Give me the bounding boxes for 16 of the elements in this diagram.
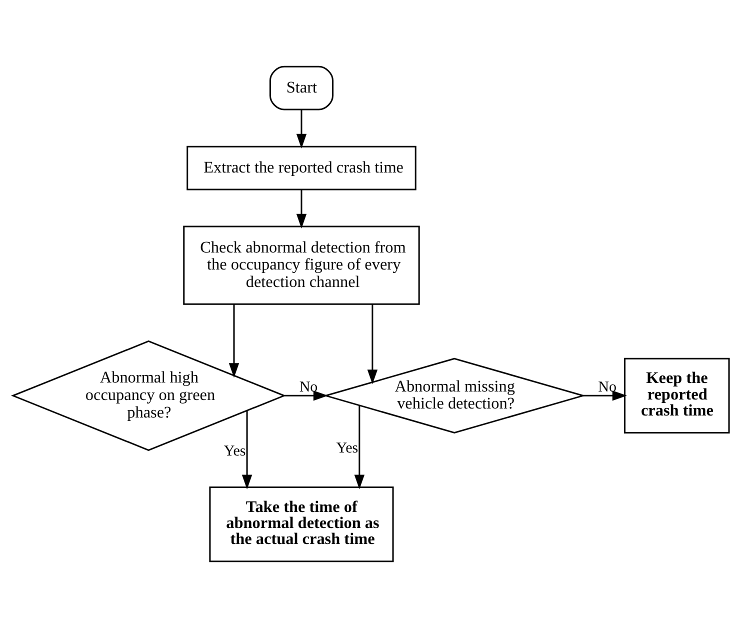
arrow bbox=[354, 406, 365, 490]
arrow bbox=[296, 190, 307, 228]
arrow bbox=[296, 110, 307, 148]
arrow bbox=[242, 410, 252, 490]
arrow bbox=[284, 390, 328, 401]
edge-label: Yes bbox=[336, 440, 358, 457]
edge-label: No bbox=[598, 380, 617, 396]
node-box: Keep the reported crash time bbox=[624, 358, 730, 434]
node-box: Extract the reported crash time bbox=[186, 146, 416, 190]
node-box: Start bbox=[269, 66, 334, 110]
node-box: Check abnormal detection from the occupancy figure of every detection channel bbox=[183, 226, 420, 305]
arrow bbox=[367, 304, 378, 384]
arrow bbox=[228, 304, 240, 378]
arrow bbox=[583, 390, 627, 401]
node-box: Take the time of abnormal detection as the actual crash time bbox=[209, 486, 394, 562]
edge-label: No bbox=[299, 380, 318, 396]
